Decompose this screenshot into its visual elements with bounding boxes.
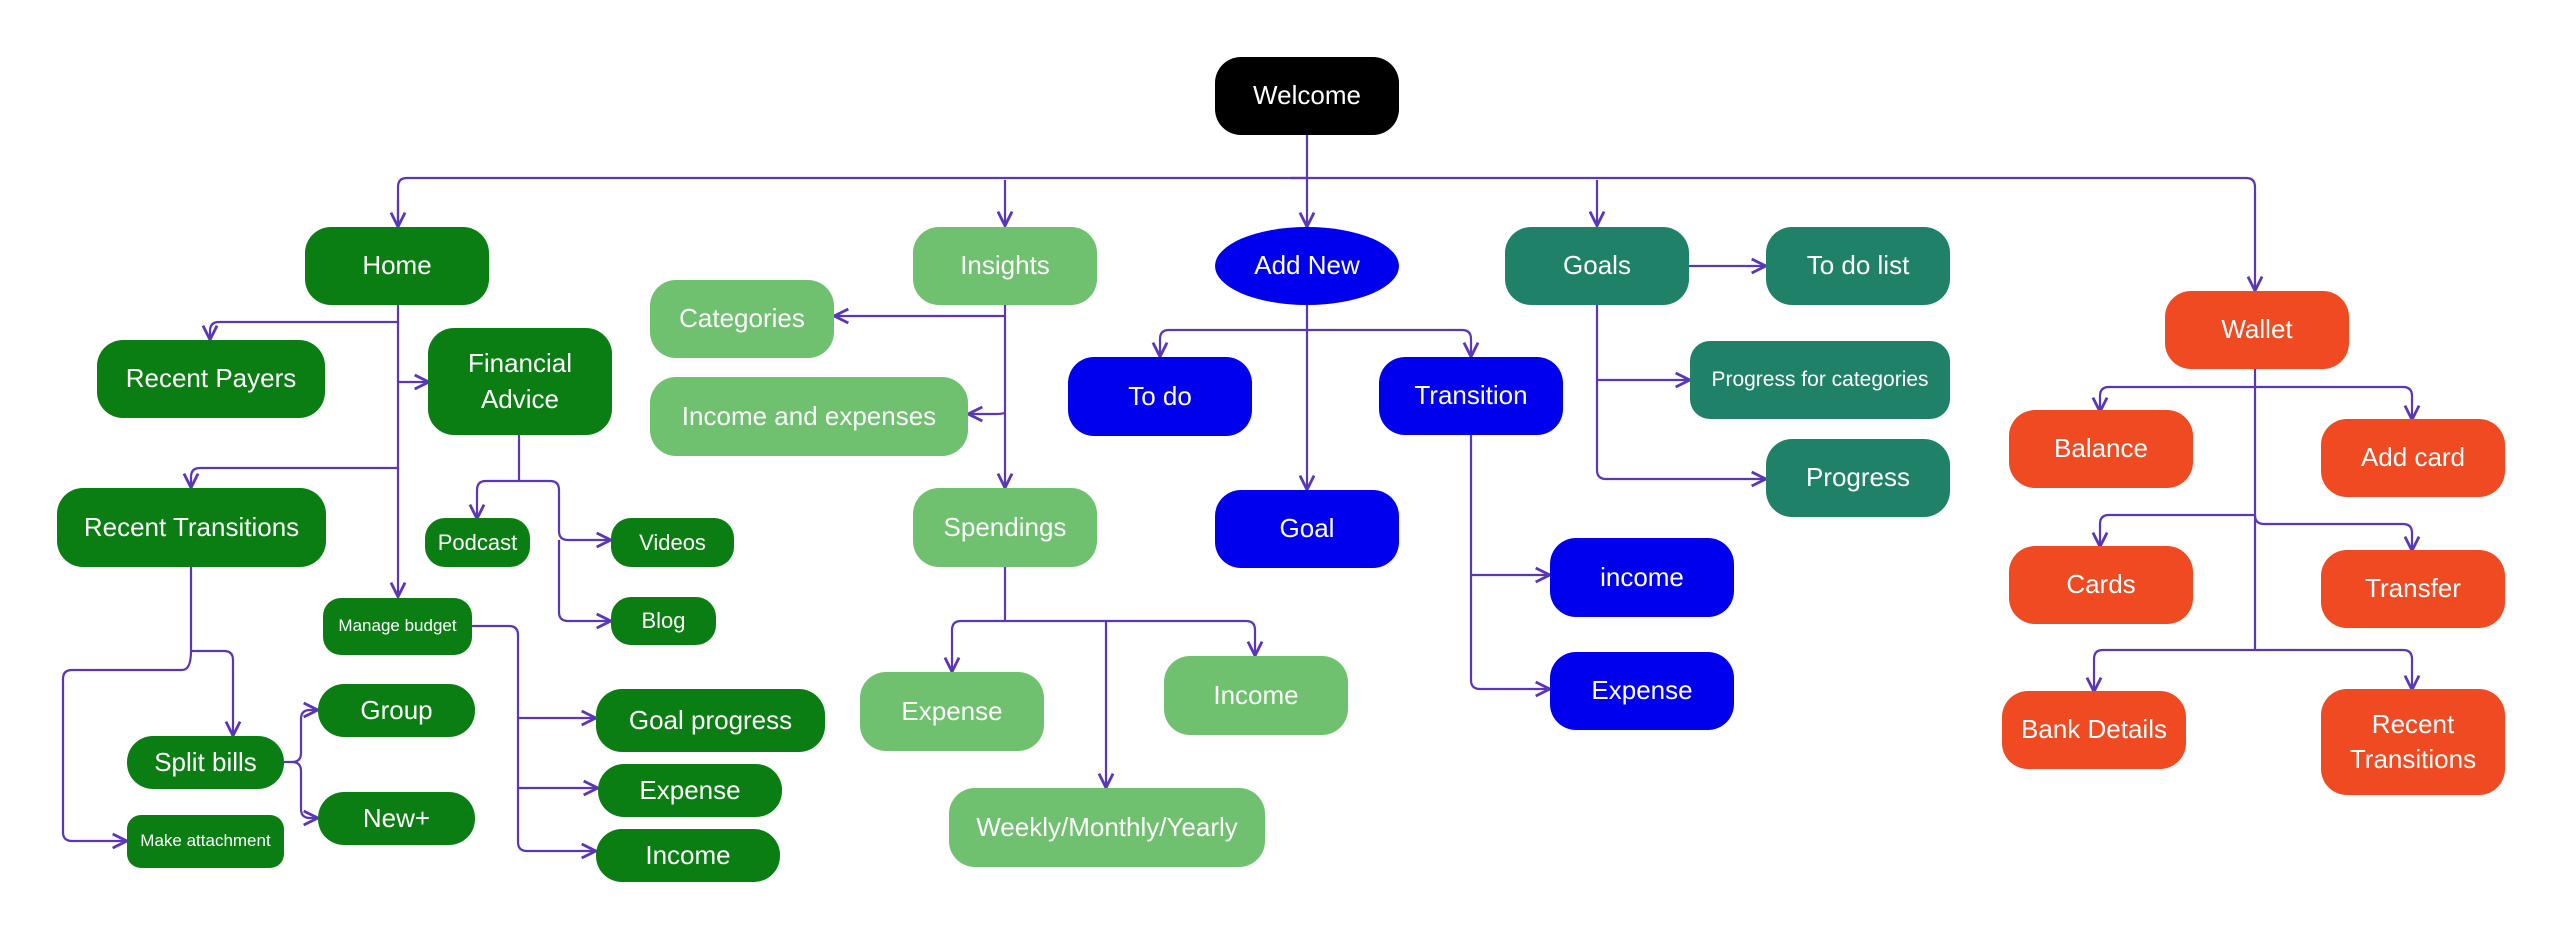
wire-to-todo bbox=[1160, 328, 1307, 355]
node-to-do[interactable]: To do bbox=[1068, 357, 1252, 436]
node-group[interactable]: Group bbox=[318, 684, 475, 737]
node-videos[interactable]: Videos bbox=[611, 518, 734, 567]
node-blog[interactable]: Blog bbox=[611, 597, 716, 645]
wire-to-transfer bbox=[2253, 514, 2412, 549]
node-expense-spendings[interactable]: Expense bbox=[860, 672, 1044, 751]
node-expense-home[interactable]: Expense bbox=[598, 764, 782, 817]
wire-to-recent-trans-wallet bbox=[2255, 648, 2412, 688]
node-manage-budget[interactable]: Manage budget bbox=[323, 598, 472, 655]
wire-to-expense-sp bbox=[952, 619, 1005, 670]
node-weekly-monthly-yearly[interactable]: Weekly/Monthly/Yearly bbox=[949, 788, 1265, 867]
node-new-plus[interactable]: New+ bbox=[318, 792, 475, 845]
wire-to-group bbox=[284, 710, 316, 764]
node-welcome[interactable]: Welcome bbox=[1215, 57, 1399, 135]
wire-to-balance bbox=[2100, 385, 2255, 410]
node-transfer[interactable]: Transfer bbox=[2321, 550, 2505, 628]
wire-to-new-plus bbox=[291, 760, 316, 818]
node-income-transition[interactable]: income bbox=[1550, 538, 1734, 617]
wire-to-income-sp bbox=[1005, 619, 1255, 654]
wire-to-make-attachment bbox=[61, 650, 193, 841]
node-expense-transition[interactable]: Expense bbox=[1550, 652, 1734, 730]
node-categories[interactable]: Categories bbox=[650, 280, 834, 358]
node-income-home[interactable]: Income bbox=[596, 829, 780, 882]
wire-to-blog bbox=[557, 540, 609, 621]
node-home[interactable]: Home bbox=[305, 227, 489, 305]
node-recent-transitions-home[interactable]: Recent Transitions bbox=[57, 488, 326, 567]
wire-to-split-bills bbox=[191, 649, 233, 734]
node-recent-transitions-wallet[interactable]: Recent Transitions bbox=[2321, 689, 2505, 795]
node-add-card[interactable]: Add card bbox=[2321, 419, 2505, 497]
node-bank-details[interactable]: Bank Details bbox=[2002, 691, 2186, 769]
node-transition[interactable]: Transition bbox=[1379, 357, 1563, 435]
wire-to-cards bbox=[2100, 513, 2255, 545]
node-progress-for-categories[interactable]: Progress for categories bbox=[1690, 341, 1950, 419]
node-insights[interactable]: Insights bbox=[913, 227, 1097, 305]
node-podcast[interactable]: Podcast bbox=[425, 518, 530, 567]
node-split-bills[interactable]: Split bills bbox=[127, 736, 284, 789]
node-add-new[interactable]: Add New bbox=[1215, 227, 1399, 305]
wire-mb-trunk bbox=[472, 624, 594, 851]
wire-to-income-expenses bbox=[970, 412, 1007, 414]
wire-to-recent-payers bbox=[210, 320, 398, 338]
wire-to-podcast bbox=[477, 479, 519, 517]
wire-to-videos bbox=[519, 479, 609, 540]
node-balance[interactable]: Balance bbox=[2009, 410, 2193, 488]
wire-to-add-card bbox=[2255, 385, 2412, 418]
node-goals[interactable]: Goals bbox=[1505, 227, 1689, 305]
wire-to-recent-transitions bbox=[191, 466, 398, 486]
node-spendings[interactable]: Spendings bbox=[913, 488, 1097, 567]
wire-to-transition bbox=[1307, 328, 1471, 355]
node-to-do-list[interactable]: To do list bbox=[1766, 227, 1950, 305]
node-recent-payers[interactable]: Recent Payers bbox=[97, 340, 325, 418]
wire-top-bus bbox=[396, 176, 2257, 225]
wire-goals-trunk bbox=[1595, 305, 1764, 479]
node-goal[interactable]: Goal bbox=[1215, 490, 1399, 568]
node-goal-progress[interactable]: Goal progress bbox=[596, 689, 825, 752]
node-income-spendings[interactable]: Income bbox=[1164, 656, 1348, 735]
node-wallet[interactable]: Wallet bbox=[2165, 291, 2349, 369]
node-make-attachment[interactable]: Make attachment bbox=[127, 815, 284, 868]
wire-to-bank-details bbox=[2094, 648, 2255, 690]
wire-transition-trunk bbox=[1469, 435, 1548, 689]
node-progress[interactable]: Progress bbox=[1766, 439, 1950, 517]
node-financial-advice[interactable]: Financial Advice bbox=[428, 328, 612, 435]
node-income-and-expenses[interactable]: Income and expenses bbox=[650, 377, 968, 456]
node-cards[interactable]: Cards bbox=[2009, 546, 2193, 624]
